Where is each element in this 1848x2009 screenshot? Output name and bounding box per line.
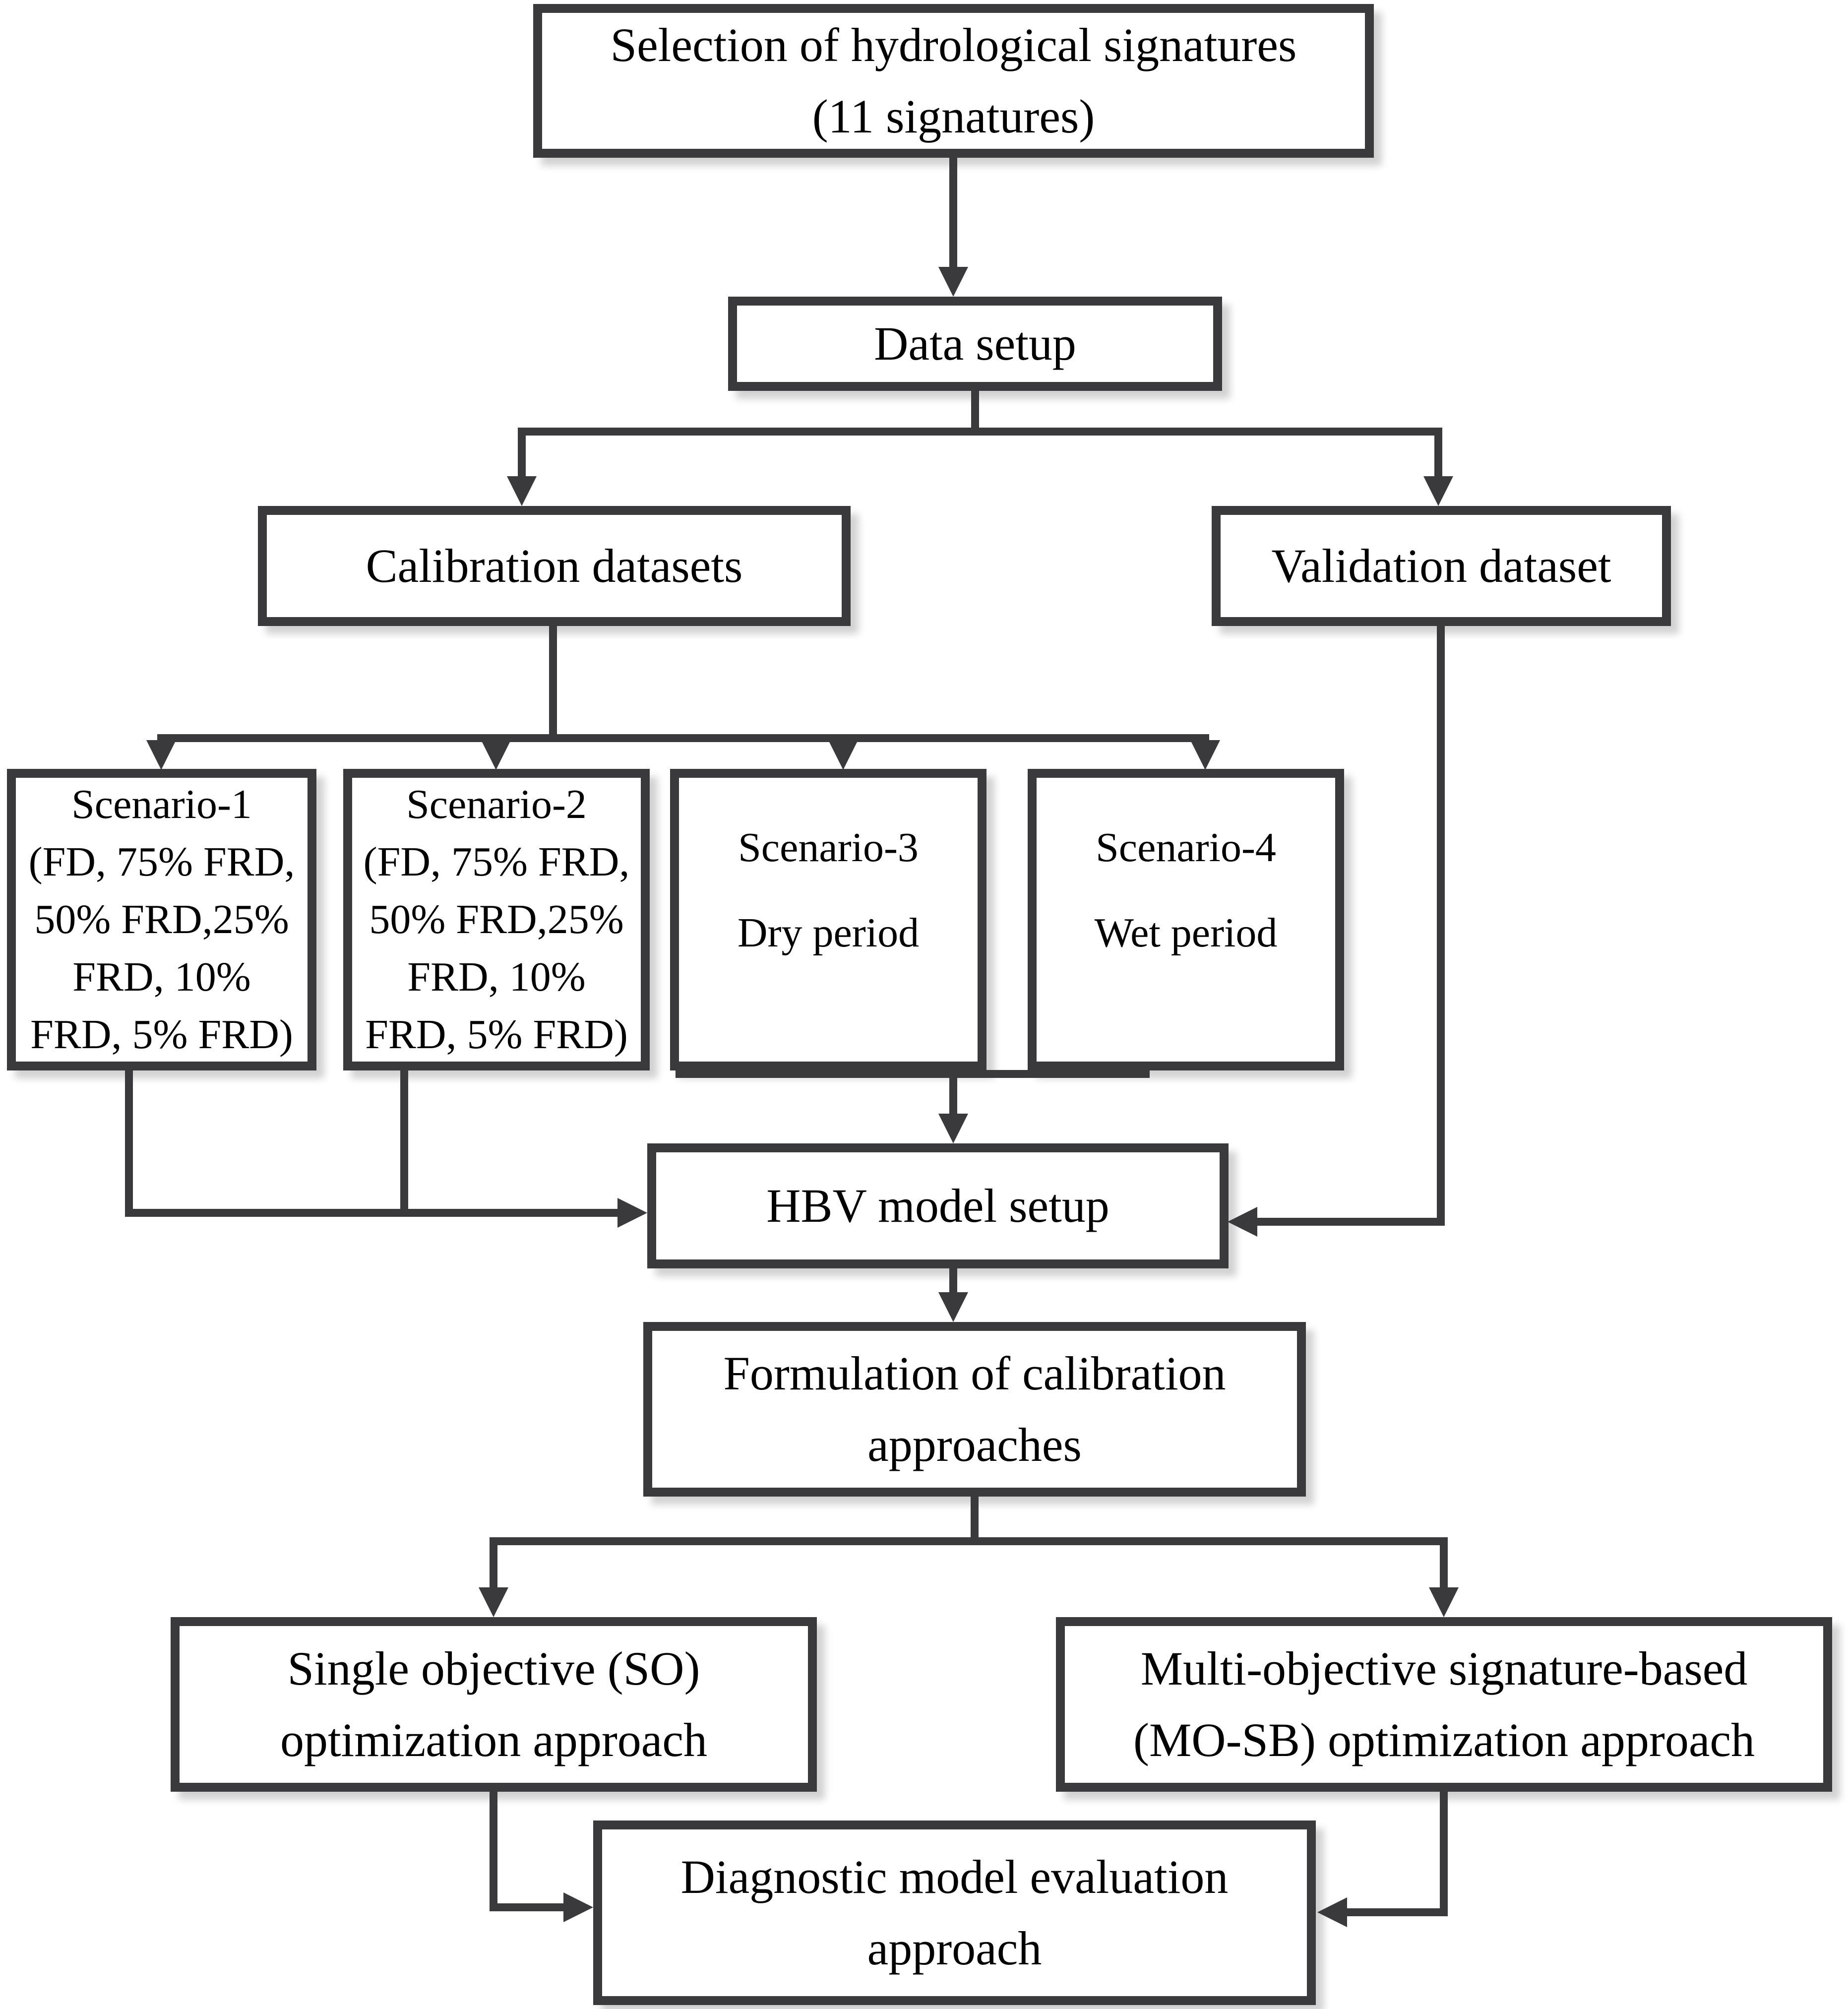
node-label: Data setup: [874, 317, 1076, 370]
arrow-down-icon: [1190, 740, 1220, 770]
arrow-down-icon: [938, 1114, 968, 1143]
arrow-down-icon: [146, 740, 176, 770]
arrow-left-icon: [1228, 1207, 1257, 1237]
arrow-right-icon: [617, 1198, 647, 1228]
connector-merge-to-hbv-left: [125, 1209, 617, 1217]
connector-drop-mosb: [1440, 1537, 1448, 1589]
node-calibration-datasets: Calibration datasets: [258, 506, 851, 626]
node-scenario-3: Scenario-3 Dry period: [670, 769, 986, 1070]
node-hbv-model-setup: HBV model setup: [647, 1143, 1229, 1268]
connector-datasetup-stub: [971, 390, 979, 432]
node-label: HBV model setup: [766, 1179, 1109, 1232]
node-label: FRD, 5% FRD): [365, 1011, 628, 1058]
node-label: Calibration datasets: [366, 539, 743, 592]
arrow-down-icon: [938, 1292, 968, 1322]
connector-mosb-down: [1440, 1792, 1448, 1916]
node-label: Single objective (SO): [287, 1642, 700, 1695]
connector-so-to-diagnostic: [490, 1903, 563, 1911]
node-scenario-4: Scenario-4 Wet period: [1028, 769, 1344, 1070]
node-label: optimization approach: [280, 1713, 708, 1766]
node-label: Scenario-2: [406, 781, 587, 828]
node-data-setup: Data setup: [728, 297, 1222, 391]
node-label: approaches: [867, 1418, 1082, 1471]
node-diagnostic-evaluation: Diagnostic model evaluation approach: [593, 1821, 1316, 2005]
node-label: 50% FRD,25%: [369, 896, 624, 943]
node-label: Formulation of calibration: [723, 1347, 1226, 1400]
connector-approach-split: [490, 1537, 1448, 1545]
node-label: FRD, 5% FRD): [30, 1011, 293, 1058]
connector-drop-calibration: [518, 428, 526, 477]
connector-so-down: [490, 1792, 497, 1911]
node-label: Multi-objective signature-based: [1140, 1642, 1748, 1695]
node-label: Scenario-4: [1096, 824, 1276, 871]
connector-validation-down: [1437, 626, 1445, 1226]
node-label: FRD, 10%: [72, 953, 251, 1000]
node-label: approach: [867, 1922, 1042, 1975]
connector-scenario2-down: [400, 1067, 408, 1217]
connector-mosb-to-diagnostic: [1345, 1908, 1444, 1916]
connector-selection-to-datasetup: [949, 158, 957, 269]
node-label: (FD, 75% FRD,: [28, 839, 295, 885]
arrow-down-icon: [507, 476, 537, 506]
node-scenario-2: Scenario-2 (FD, 75% FRD, 50% FRD,25% FRD…: [343, 769, 650, 1070]
node-formulation-of-calibration-approaches: Formulation of calibration approaches: [643, 1322, 1306, 1497]
connector-datasetup-split: [518, 428, 1442, 436]
node-label: FRD, 10%: [407, 953, 586, 1000]
arrow-left-icon: [1317, 1897, 1347, 1927]
node-label: Diagnostic model evaluation: [680, 1850, 1229, 1903]
node-label: Wet period: [1094, 910, 1278, 956]
node-label: Validation dataset: [1271, 539, 1611, 592]
connector-calibration-stub: [549, 626, 557, 742]
node-label: (11 signatures): [812, 90, 1095, 143]
node-multi-objective-approach: Multi-objective signature-based (MO-SB) …: [1056, 1617, 1832, 1792]
arrow-down-icon: [481, 740, 511, 770]
connector-drop-so: [490, 1537, 497, 1589]
connector-merge-to-hbv-top: [676, 1070, 1150, 1078]
node-label: (FD, 75% FRD,: [363, 839, 630, 885]
arrow-down-icon: [1429, 1587, 1459, 1617]
connector-drop-validation: [1434, 428, 1442, 477]
node-selection-of-signatures: Selection of hydrological signatures (11…: [533, 4, 1374, 158]
node-label: Scenario-1: [71, 781, 252, 828]
connector-hbv-top-drop: [949, 1070, 957, 1116]
arrow-right-icon: [563, 1892, 593, 1922]
node-label: (MO-SB) optimization approach: [1133, 1713, 1755, 1766]
node-validation-dataset: Validation dataset: [1212, 506, 1671, 626]
connector-hbv-to-formulation: [949, 1268, 957, 1296]
connector-scenario-split: [157, 734, 1209, 742]
arrow-down-icon: [479, 1587, 508, 1617]
node-label: 50% FRD,25%: [34, 896, 289, 943]
connector-validation-to-hbv: [1257, 1218, 1441, 1226]
arrow-down-icon: [938, 267, 968, 297]
node-label: Selection of hydrological signatures: [610, 18, 1297, 71]
node-label: Scenario-3: [738, 824, 919, 871]
node-label: Dry period: [737, 910, 920, 956]
arrow-down-icon: [828, 740, 858, 770]
node-scenario-1: Scenario-1 (FD, 75% FRD, 50% FRD,25% FRD…: [7, 769, 316, 1070]
arrow-down-icon: [1423, 476, 1453, 506]
connector-scenario1-down: [125, 1067, 133, 1217]
node-single-objective-approach: Single objective (SO) optimization appro…: [171, 1617, 817, 1792]
connector-formulation-stub: [971, 1497, 979, 1545]
